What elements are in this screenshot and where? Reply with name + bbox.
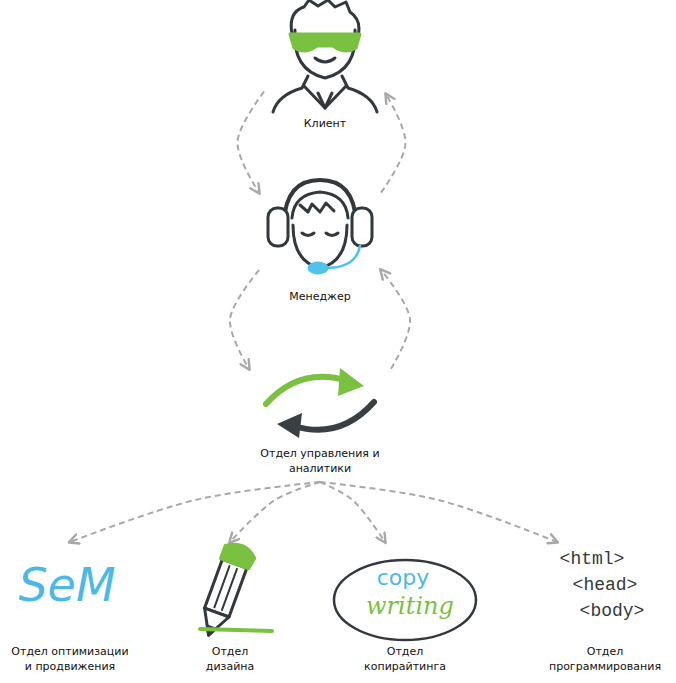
dashed-connector xyxy=(320,482,385,542)
client-figure xyxy=(273,0,377,112)
pencil-icon xyxy=(194,540,272,641)
dashed-connector xyxy=(320,482,557,542)
dashed-connector xyxy=(381,94,406,192)
department-node: Отдел дизайна xyxy=(194,548,266,674)
person-node: Менеджер xyxy=(265,183,375,304)
node-label: Отдел дизайна xyxy=(194,644,266,674)
dashed-connector xyxy=(237,92,264,193)
dashed-connector xyxy=(381,270,410,369)
node-label: Менеджер xyxy=(265,289,375,304)
cycle-arrows xyxy=(266,368,374,438)
icon-text: copy xyxy=(377,567,430,589)
icon-text: <head> xyxy=(573,576,638,594)
hub-node: Отдел управления и аналитики xyxy=(255,362,385,476)
icon-space xyxy=(194,548,266,644)
icon-space xyxy=(270,0,380,116)
node-label: Отдел управления и аналитики xyxy=(255,446,385,476)
icon-text: <body> xyxy=(580,602,645,620)
icon-text: SeM xyxy=(18,562,115,608)
node-label: Клиент xyxy=(270,116,380,131)
dashed-connector xyxy=(230,270,259,369)
manager-figure xyxy=(268,180,372,273)
person-node: Клиент xyxy=(270,0,380,131)
node-label: Отдел копирайтинга xyxy=(355,644,455,674)
icon-space xyxy=(255,362,385,446)
dashed-connector xyxy=(230,482,320,542)
node-label: Отдел оптимизации и продвижения xyxy=(7,644,133,674)
icon-text: <html> xyxy=(560,550,625,568)
node-label: Отдел программирования xyxy=(545,644,665,674)
icon-text: writing xyxy=(366,594,454,618)
dashed-connector xyxy=(70,482,320,542)
icon-space xyxy=(265,183,375,289)
copywriting-ellipse xyxy=(334,560,476,640)
